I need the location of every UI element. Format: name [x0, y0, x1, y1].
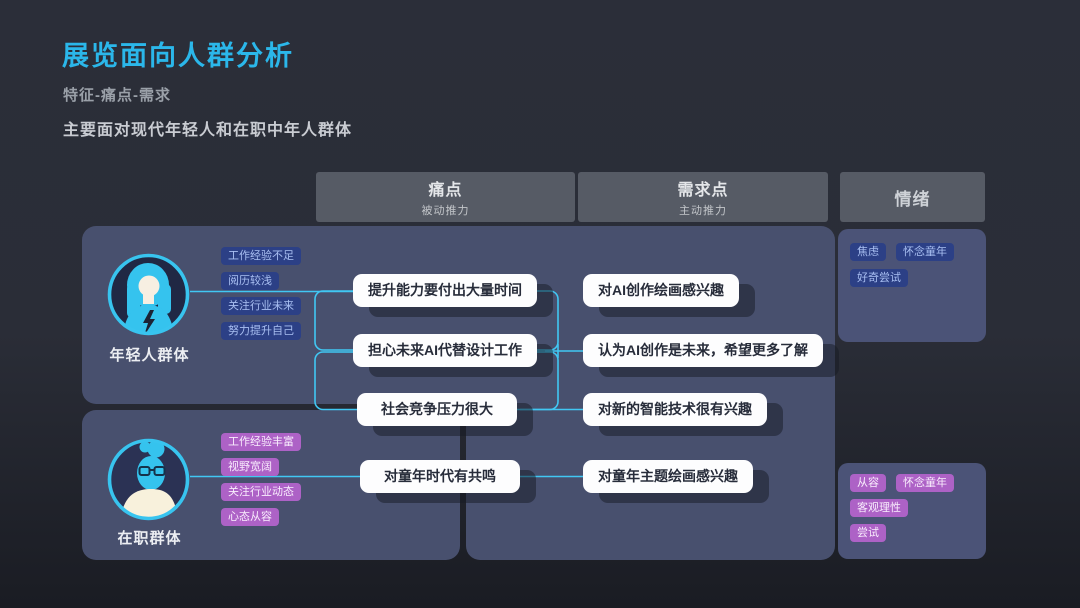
emotion-tag: 尝试 — [850, 524, 886, 542]
trait-tag: 视野宽阔 — [221, 458, 279, 476]
emotion-tag: 客观理性 — [850, 499, 908, 517]
panel-needs-bottom — [466, 348, 835, 560]
column-header-need-subtitle: 主动推力 — [679, 205, 727, 217]
column-header-pain: 痛点 被动推力 — [316, 172, 575, 222]
emotion-tag: 怀念童年 — [896, 474, 954, 492]
persona-name-employed: 在职群体 — [117, 530, 182, 547]
trait-tag: 关注行业动态 — [221, 483, 301, 501]
need-node: 对AI创作绘画感兴趣 — [583, 274, 739, 307]
trait-tags-young: 工作经验不足 阅历较浅 关注行业未来 努力提升自己 — [221, 247, 301, 340]
trait-tag: 努力提升自己 — [221, 322, 301, 340]
page-description: 主要面对现代年轻人和在职中年人群体 — [63, 122, 353, 139]
persona-name-young: 年轻人群体 — [109, 347, 190, 364]
emotion-tag: 怀念童年 — [896, 243, 954, 261]
emotion-tag: 好奇尝试 — [850, 269, 908, 287]
trait-tags-employed: 工作经验丰富 视野宽阔 关注行业动态 心态从容 — [221, 433, 301, 526]
employed-persona-avatar-icon — [107, 438, 190, 521]
pain-node: 对童年时代有共鸣 — [360, 460, 520, 493]
page-title: 展览面向人群分析 — [62, 41, 294, 71]
young-persona-avatar-icon — [107, 253, 190, 336]
column-header-emotion: 情绪 — [840, 172, 985, 222]
need-node: 认为AI创作是未来，希望更多了解 — [583, 334, 823, 367]
pain-node: 提升能力要付出大量时间 — [353, 274, 537, 307]
trait-tag: 关注行业未来 — [221, 297, 301, 315]
column-header-emotion-title: 情绪 — [894, 189, 931, 209]
column-header-pain-subtitle: 被动推力 — [421, 205, 470, 217]
pain-node: 担心未来AI代替设计工作 — [353, 334, 537, 367]
emotion-tag: 焦虑 — [850, 243, 886, 261]
page-subtitle: 特征-痛点-需求 — [63, 87, 171, 104]
trait-tag: 心态从容 — [221, 508, 279, 526]
column-header-pain-title: 痛点 — [428, 182, 463, 199]
trait-tag: 工作经验不足 — [221, 247, 301, 265]
need-node: 对新的智能技术很有兴趣 — [583, 393, 767, 426]
column-header-need: 需求点 主动推力 — [578, 172, 828, 222]
pain-node: 社会竞争压力很大 — [357, 393, 517, 426]
emotion-tag: 从容 — [850, 474, 886, 492]
column-header-need-title: 需求点 — [677, 182, 729, 199]
need-node: 对童年主题绘画感兴趣 — [583, 460, 753, 493]
emotion-panel-young: 焦虑 怀念童年 好奇尝试 — [838, 229, 986, 342]
trait-tag: 工作经验丰富 — [221, 433, 301, 451]
emotion-panel-employed: 从容 怀念童年 客观理性 尝试 — [838, 463, 986, 559]
trait-tag: 阅历较浅 — [221, 272, 279, 290]
